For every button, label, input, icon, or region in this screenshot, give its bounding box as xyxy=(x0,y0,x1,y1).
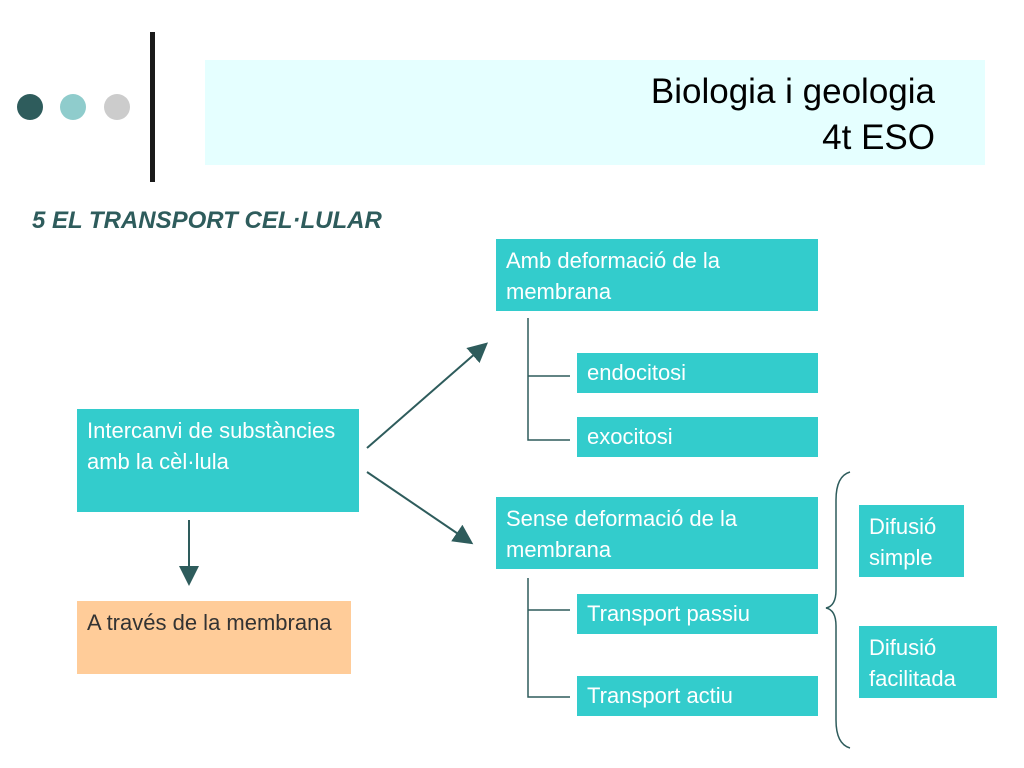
bracket-with-deformation xyxy=(527,318,570,441)
section-title: 5 EL TRANSPORT CEL·LULAR xyxy=(32,207,382,234)
title-line-1: Biologia i geologia xyxy=(650,72,935,111)
curly-brace xyxy=(825,471,851,749)
box-with-deformation: Amb deformació de la membrana xyxy=(496,239,818,311)
arrow-to-without-deformation xyxy=(366,471,474,545)
box-transport-actiu: Transport actiu xyxy=(577,676,818,716)
box-without-deformation: Sense deformació de la membrana xyxy=(496,497,818,569)
box-difusio-simple: Difusió simple xyxy=(859,505,964,577)
title-band: Biologia i geologia 4t ESO xyxy=(205,60,985,165)
box-across-membrane: A través de la membrana xyxy=(77,601,351,674)
bullet-dot-dark xyxy=(17,94,43,120)
bracket-without-deformation xyxy=(527,578,570,698)
title-divider xyxy=(150,32,155,182)
box-transport-passiu: Transport passiu xyxy=(577,594,818,634)
box-endocitosi: endocitosi xyxy=(577,353,818,393)
title-line-2: 4t ESO xyxy=(822,118,935,157)
arrow-to-with-deformation xyxy=(366,342,489,449)
box-exocitosi: exocitosi xyxy=(577,417,818,457)
bullet-dot-teal xyxy=(60,94,86,120)
box-difusio-facilitada: Difusió facilitada xyxy=(859,626,997,698)
box-root: Intercanvi de substàncies amb la cèl·lul… xyxy=(77,409,359,512)
bullet-dot-grey xyxy=(104,94,130,120)
